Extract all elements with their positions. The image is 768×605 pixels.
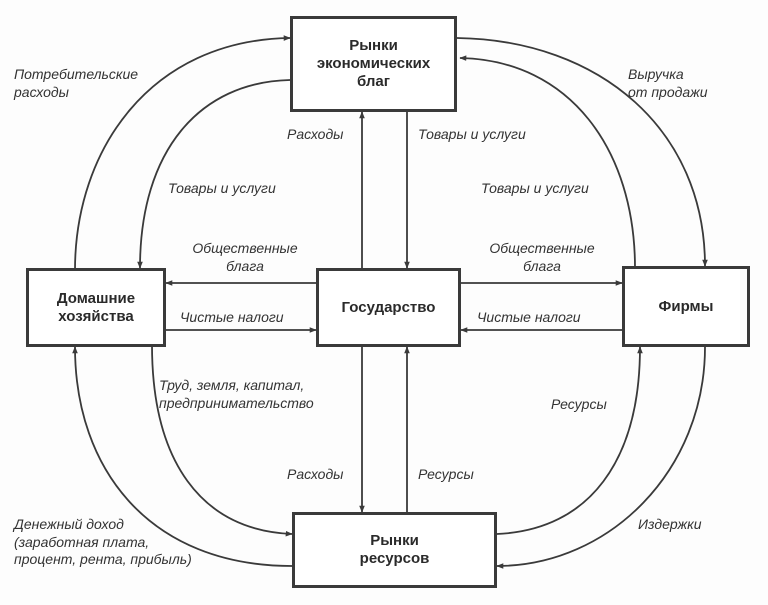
label-sales-revenue: Выручка от продажи bbox=[628, 66, 708, 100]
arrow-money-income bbox=[72, 346, 293, 567]
label-net-taxes-right: Чистые налоги bbox=[477, 309, 581, 325]
households-box: Домашние хозяйства bbox=[26, 268, 166, 347]
government-box: Государство bbox=[316, 268, 461, 347]
arrow-goods-to-households bbox=[137, 79, 291, 269]
label-public-goods-right: Общественные блага bbox=[489, 240, 595, 274]
arrow-goods-from-firms bbox=[459, 55, 636, 269]
label-goods-services-to-households: Товары и услуги bbox=[168, 180, 276, 196]
label-public-goods-left: Общественные блага bbox=[192, 240, 298, 274]
label-costs: Издержки bbox=[638, 516, 702, 532]
arrow-resources-to-firms bbox=[496, 346, 643, 535]
label-factors: Труд, земля, капитал, предпринимательств… bbox=[159, 377, 314, 411]
label-money-income: Денежный доход (заработная плата, процен… bbox=[14, 516, 192, 567]
arrow-factors bbox=[151, 344, 293, 537]
label-goods-services-to-firms: Товары и услуги bbox=[481, 180, 589, 196]
label-gov-spending-top: Расходы bbox=[287, 126, 344, 142]
label-resources-to-gov: Ресурсы bbox=[418, 466, 474, 482]
resource-market-box: Рынки ресурсов bbox=[292, 512, 497, 588]
label-goods-services-to-gov: Товары и услуги bbox=[418, 126, 526, 142]
arrow-sales-revenue bbox=[456, 37, 708, 267]
goods-market-box: Рынки экономических благ bbox=[290, 16, 457, 112]
arrow-costs bbox=[496, 346, 706, 569]
arrow-consumer-spending bbox=[74, 35, 291, 271]
firms-box: Фирмы bbox=[622, 266, 750, 347]
label-net-taxes-left: Чистые налоги bbox=[180, 309, 284, 325]
label-gov-spending-bottom: Расходы bbox=[287, 466, 344, 482]
label-consumer-spending: Потребительские расходы bbox=[14, 66, 139, 100]
label-resources-right: Ресурсы bbox=[551, 396, 607, 412]
